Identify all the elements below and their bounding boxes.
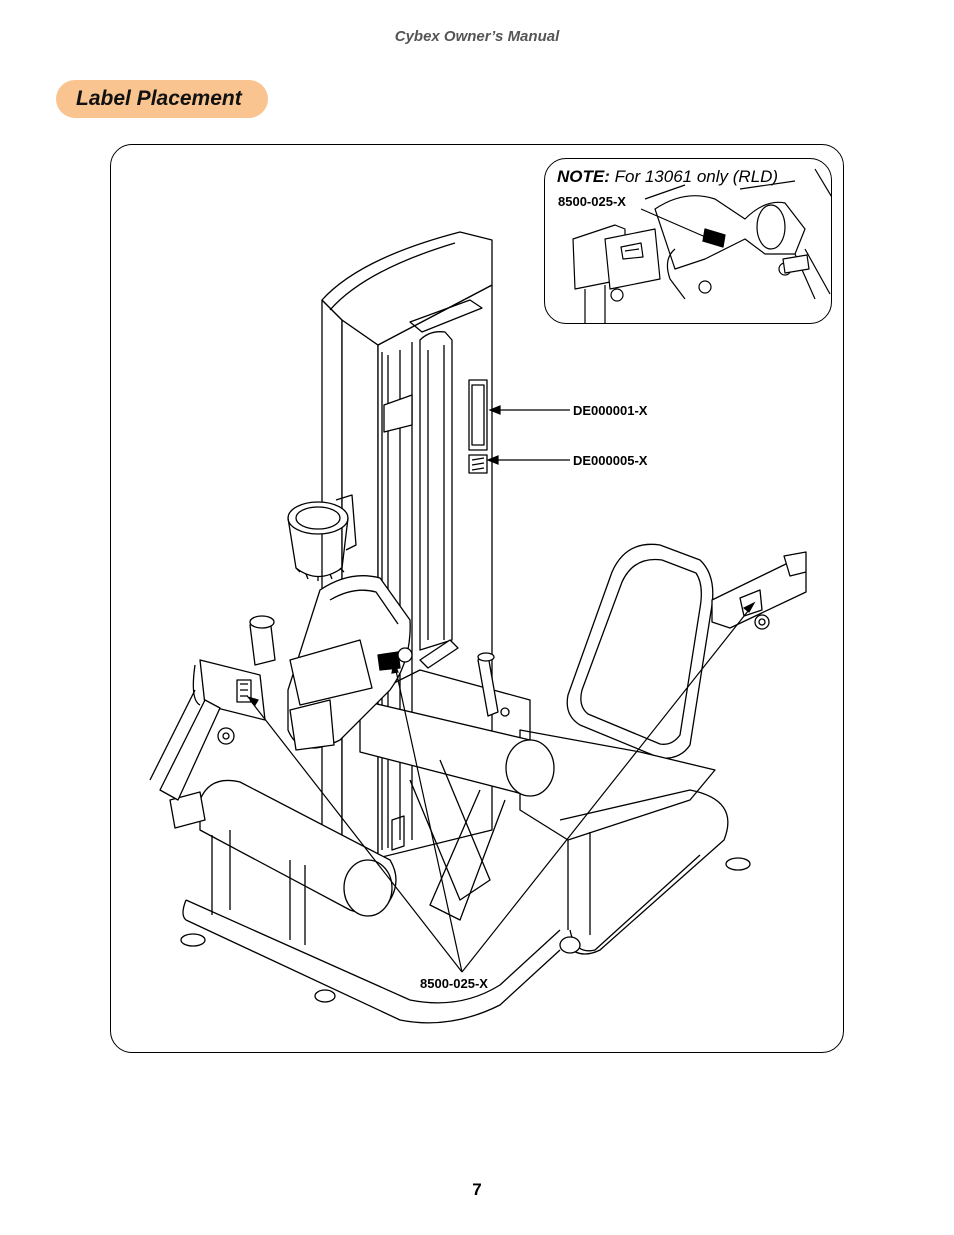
page-number: 7 bbox=[472, 1180, 482, 1199]
label-de000005: DE000005-X bbox=[573, 453, 648, 468]
lever-arm bbox=[149, 615, 276, 801]
manual-title: Cybex Owner’s Manual bbox=[394, 28, 560, 45]
seat-back bbox=[566, 543, 714, 759]
section-title: Label Placement bbox=[76, 87, 242, 110]
inset-detail bbox=[544, 158, 832, 324]
note-text: For 13061 only (RLD) bbox=[614, 167, 779, 186]
label-de000001: DE000001-X bbox=[573, 403, 648, 418]
leg-pad bbox=[169, 779, 397, 917]
inset-label-8500: 8500-025-X bbox=[558, 194, 626, 209]
cam-plate bbox=[287, 575, 459, 751]
bottle-holder bbox=[287, 494, 357, 581]
inset-illustration bbox=[572, 168, 831, 323]
inset-note: NOTE: For 13061 only (RLD) bbox=[557, 167, 778, 187]
base-frame bbox=[180, 759, 561, 1024]
adjust-arm bbox=[711, 551, 807, 630]
illustration-frame bbox=[110, 144, 844, 1053]
note-prefix: NOTE: bbox=[557, 167, 610, 186]
seat-frame bbox=[519, 729, 751, 955]
label-8500-bottom: 8500-025-X bbox=[420, 976, 488, 991]
section-title-pill: Label Placement bbox=[56, 80, 268, 118]
